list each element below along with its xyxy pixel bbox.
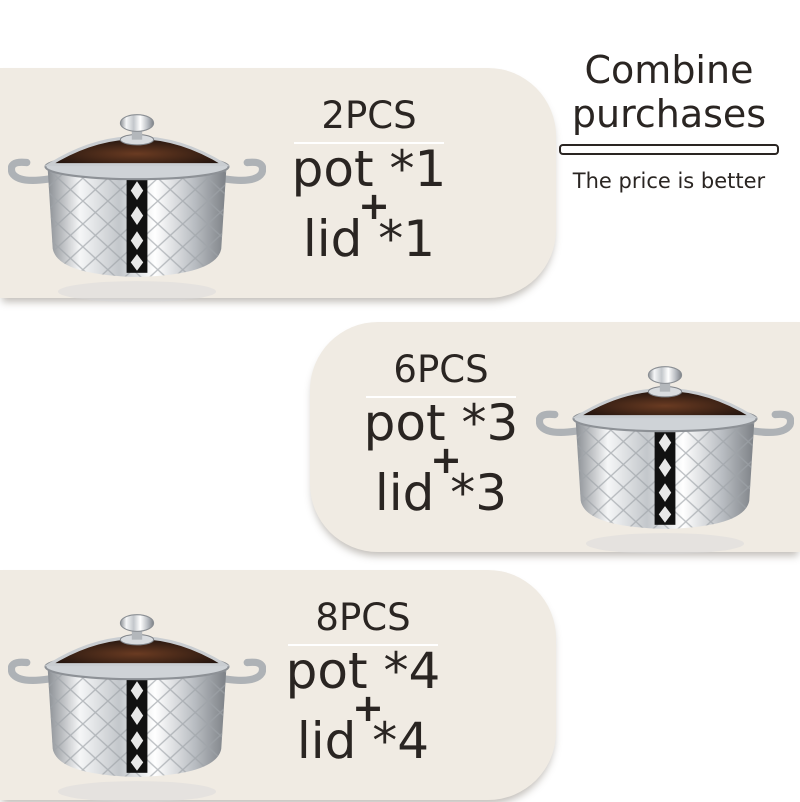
set-pcs-label: 8PCS (288, 596, 438, 646)
headline-line1: Combine (584, 48, 754, 92)
stockpot-image (536, 350, 794, 554)
stockpot-image (8, 598, 266, 802)
lid-count: lid *1 (302, 210, 436, 268)
stockpot-image (8, 98, 266, 302)
pot-count: pot *4 (285, 642, 441, 700)
pot-count: pot *3 (363, 394, 519, 452)
headline-divider (559, 144, 779, 155)
headline: Combine purchases The price is better (553, 48, 785, 193)
set-card-8pcs: 8PCS pot *4 + lid *4 (0, 570, 556, 800)
set-pcs-label: 6PCS (366, 348, 516, 398)
lid-count: lid *4 (296, 712, 430, 770)
set-pcs-label: 2PCS (294, 94, 444, 144)
pot-count: pot *1 (291, 140, 447, 198)
headline-tagline: The price is better (572, 169, 766, 193)
set-card-2pcs: 2PCS pot *1 + lid *1 (0, 68, 556, 298)
set-card-6pcs: 6PCS pot *3 + lid *3 (310, 322, 800, 552)
headline-line2: purchases (571, 92, 767, 136)
lid-count: lid *3 (374, 464, 508, 522)
